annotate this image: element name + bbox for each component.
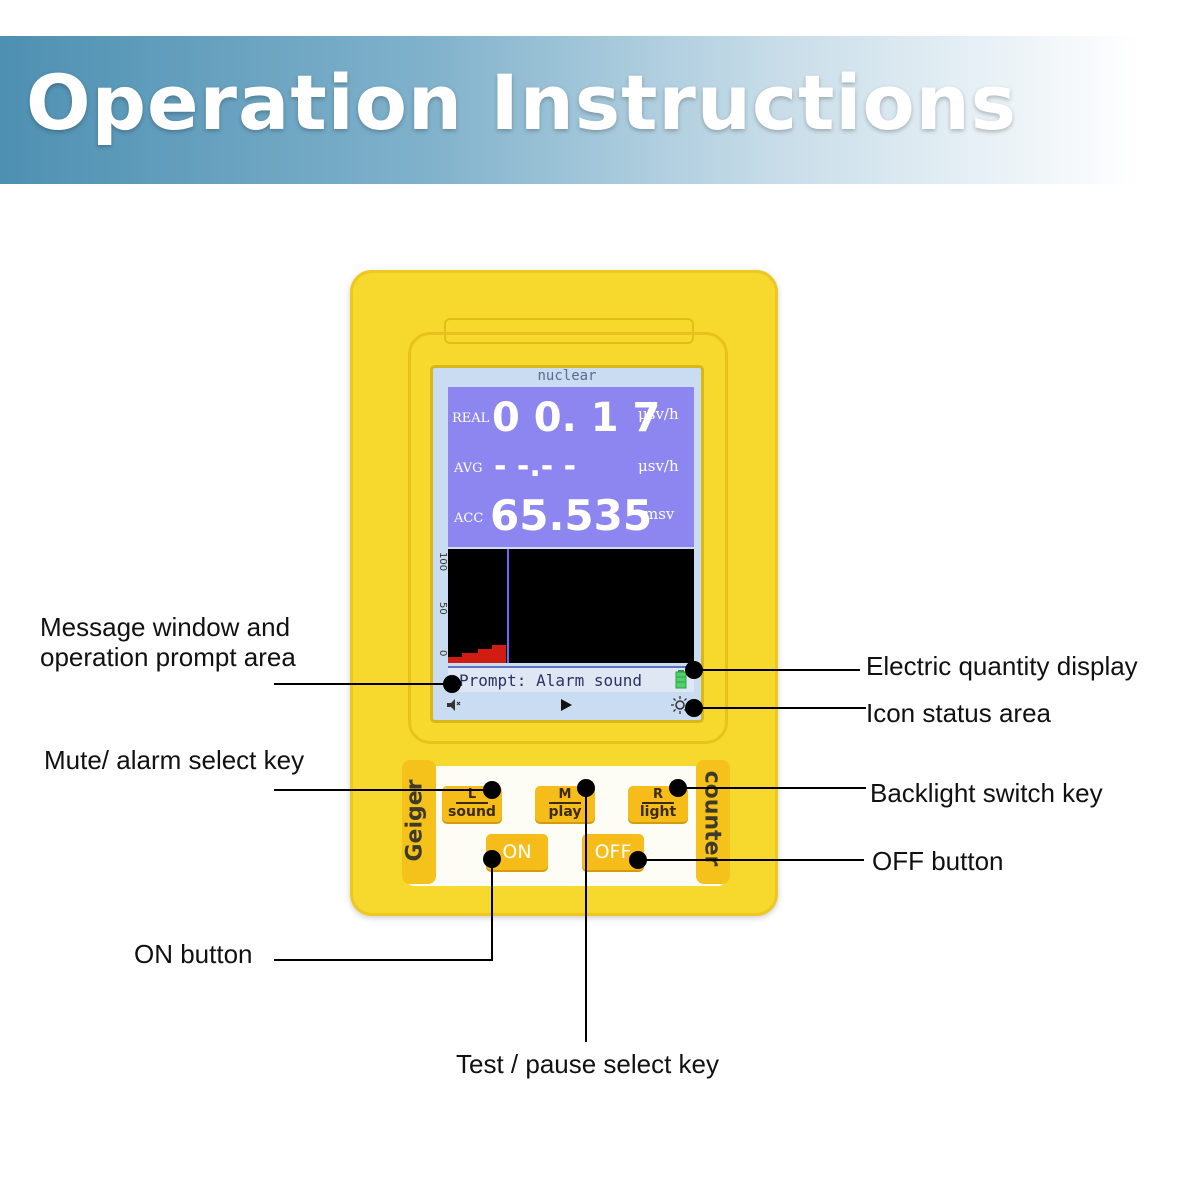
callout-backlight-key: Backlight switch key [870, 778, 1103, 808]
callout-on-button: ON button [134, 939, 253, 969]
side-label-right: counter [696, 760, 730, 884]
callout-test-key: Test / pause select key [456, 1049, 720, 1079]
sound-key-label: sound [448, 804, 496, 820]
battery-icon [675, 670, 687, 689]
dot-test-key [577, 779, 595, 797]
line-on-button [274, 858, 493, 961]
callout-message-window-line2: operation prompt area [40, 642, 296, 672]
light-key-letter: R [642, 786, 674, 804]
screen-title: nuclear [537, 368, 597, 384]
avg-label: AVG [454, 461, 483, 476]
title-banner [0, 36, 1200, 184]
real-value: 0 0. 1 7 [492, 395, 661, 441]
dot-off-button [629, 851, 647, 869]
play-key-label: play [548, 804, 582, 820]
real-unit: μsv/h [638, 405, 679, 423]
real-label: REAL [452, 411, 490, 426]
callout-icon-status: Icon status area [866, 698, 1051, 728]
dose-graph-plot [448, 549, 509, 663]
side-label-left: Geiger [402, 760, 436, 884]
dose-graph [448, 549, 694, 663]
avg-unit: μsv/h [638, 457, 679, 475]
readout-panel: REAL 0 0. 1 7 μsv/h AVG - -.- - μsv/h AC… [448, 387, 694, 547]
message-prompt-area: Prompt: Alarm sound [448, 666, 694, 692]
dot-mute-key [483, 781, 501, 799]
callout-message-window: Message window and operation prompt area [40, 612, 296, 672]
lcd-screen: nuclear REAL 0 0. 1 7 μsv/h AVG - -.- - … [433, 368, 701, 720]
graph-dose-area [448, 645, 506, 663]
device-top-strip [444, 318, 694, 344]
dot-icon-status [685, 699, 703, 717]
callout-off-button: OFF button [872, 846, 1004, 876]
dot-on-button [483, 850, 501, 868]
dot-electric-quantity [685, 661, 703, 679]
screen-bezel [408, 332, 728, 744]
prompt-text: Prompt: Alarm sound [459, 671, 643, 690]
avg-value: - -.- - [494, 449, 577, 484]
dot-message-window [443, 675, 461, 693]
geiger-counter-device: nuclear REAL 0 0. 1 7 μsv/h AVG - -.- - … [350, 270, 778, 916]
speaker-icon [447, 699, 461, 711]
play-icon [561, 699, 572, 711]
acc-label: ACC [454, 511, 484, 526]
page-title: Operation Instructions [26, 58, 1017, 147]
acc-unit: msv [644, 505, 675, 523]
acc-value: 65.535 [490, 491, 653, 540]
sound-key-letter: L [456, 786, 488, 804]
light-key-label: light [639, 804, 677, 820]
play-key-letter: M [549, 786, 581, 804]
callout-mute-key: Mute/ alarm select key [44, 745, 305, 775]
callout-electric-quantity: Electric quantity display [866, 651, 1138, 681]
callout-message-window-line1: Message window and [40, 612, 291, 642]
dot-backlight-key [669, 779, 687, 797]
